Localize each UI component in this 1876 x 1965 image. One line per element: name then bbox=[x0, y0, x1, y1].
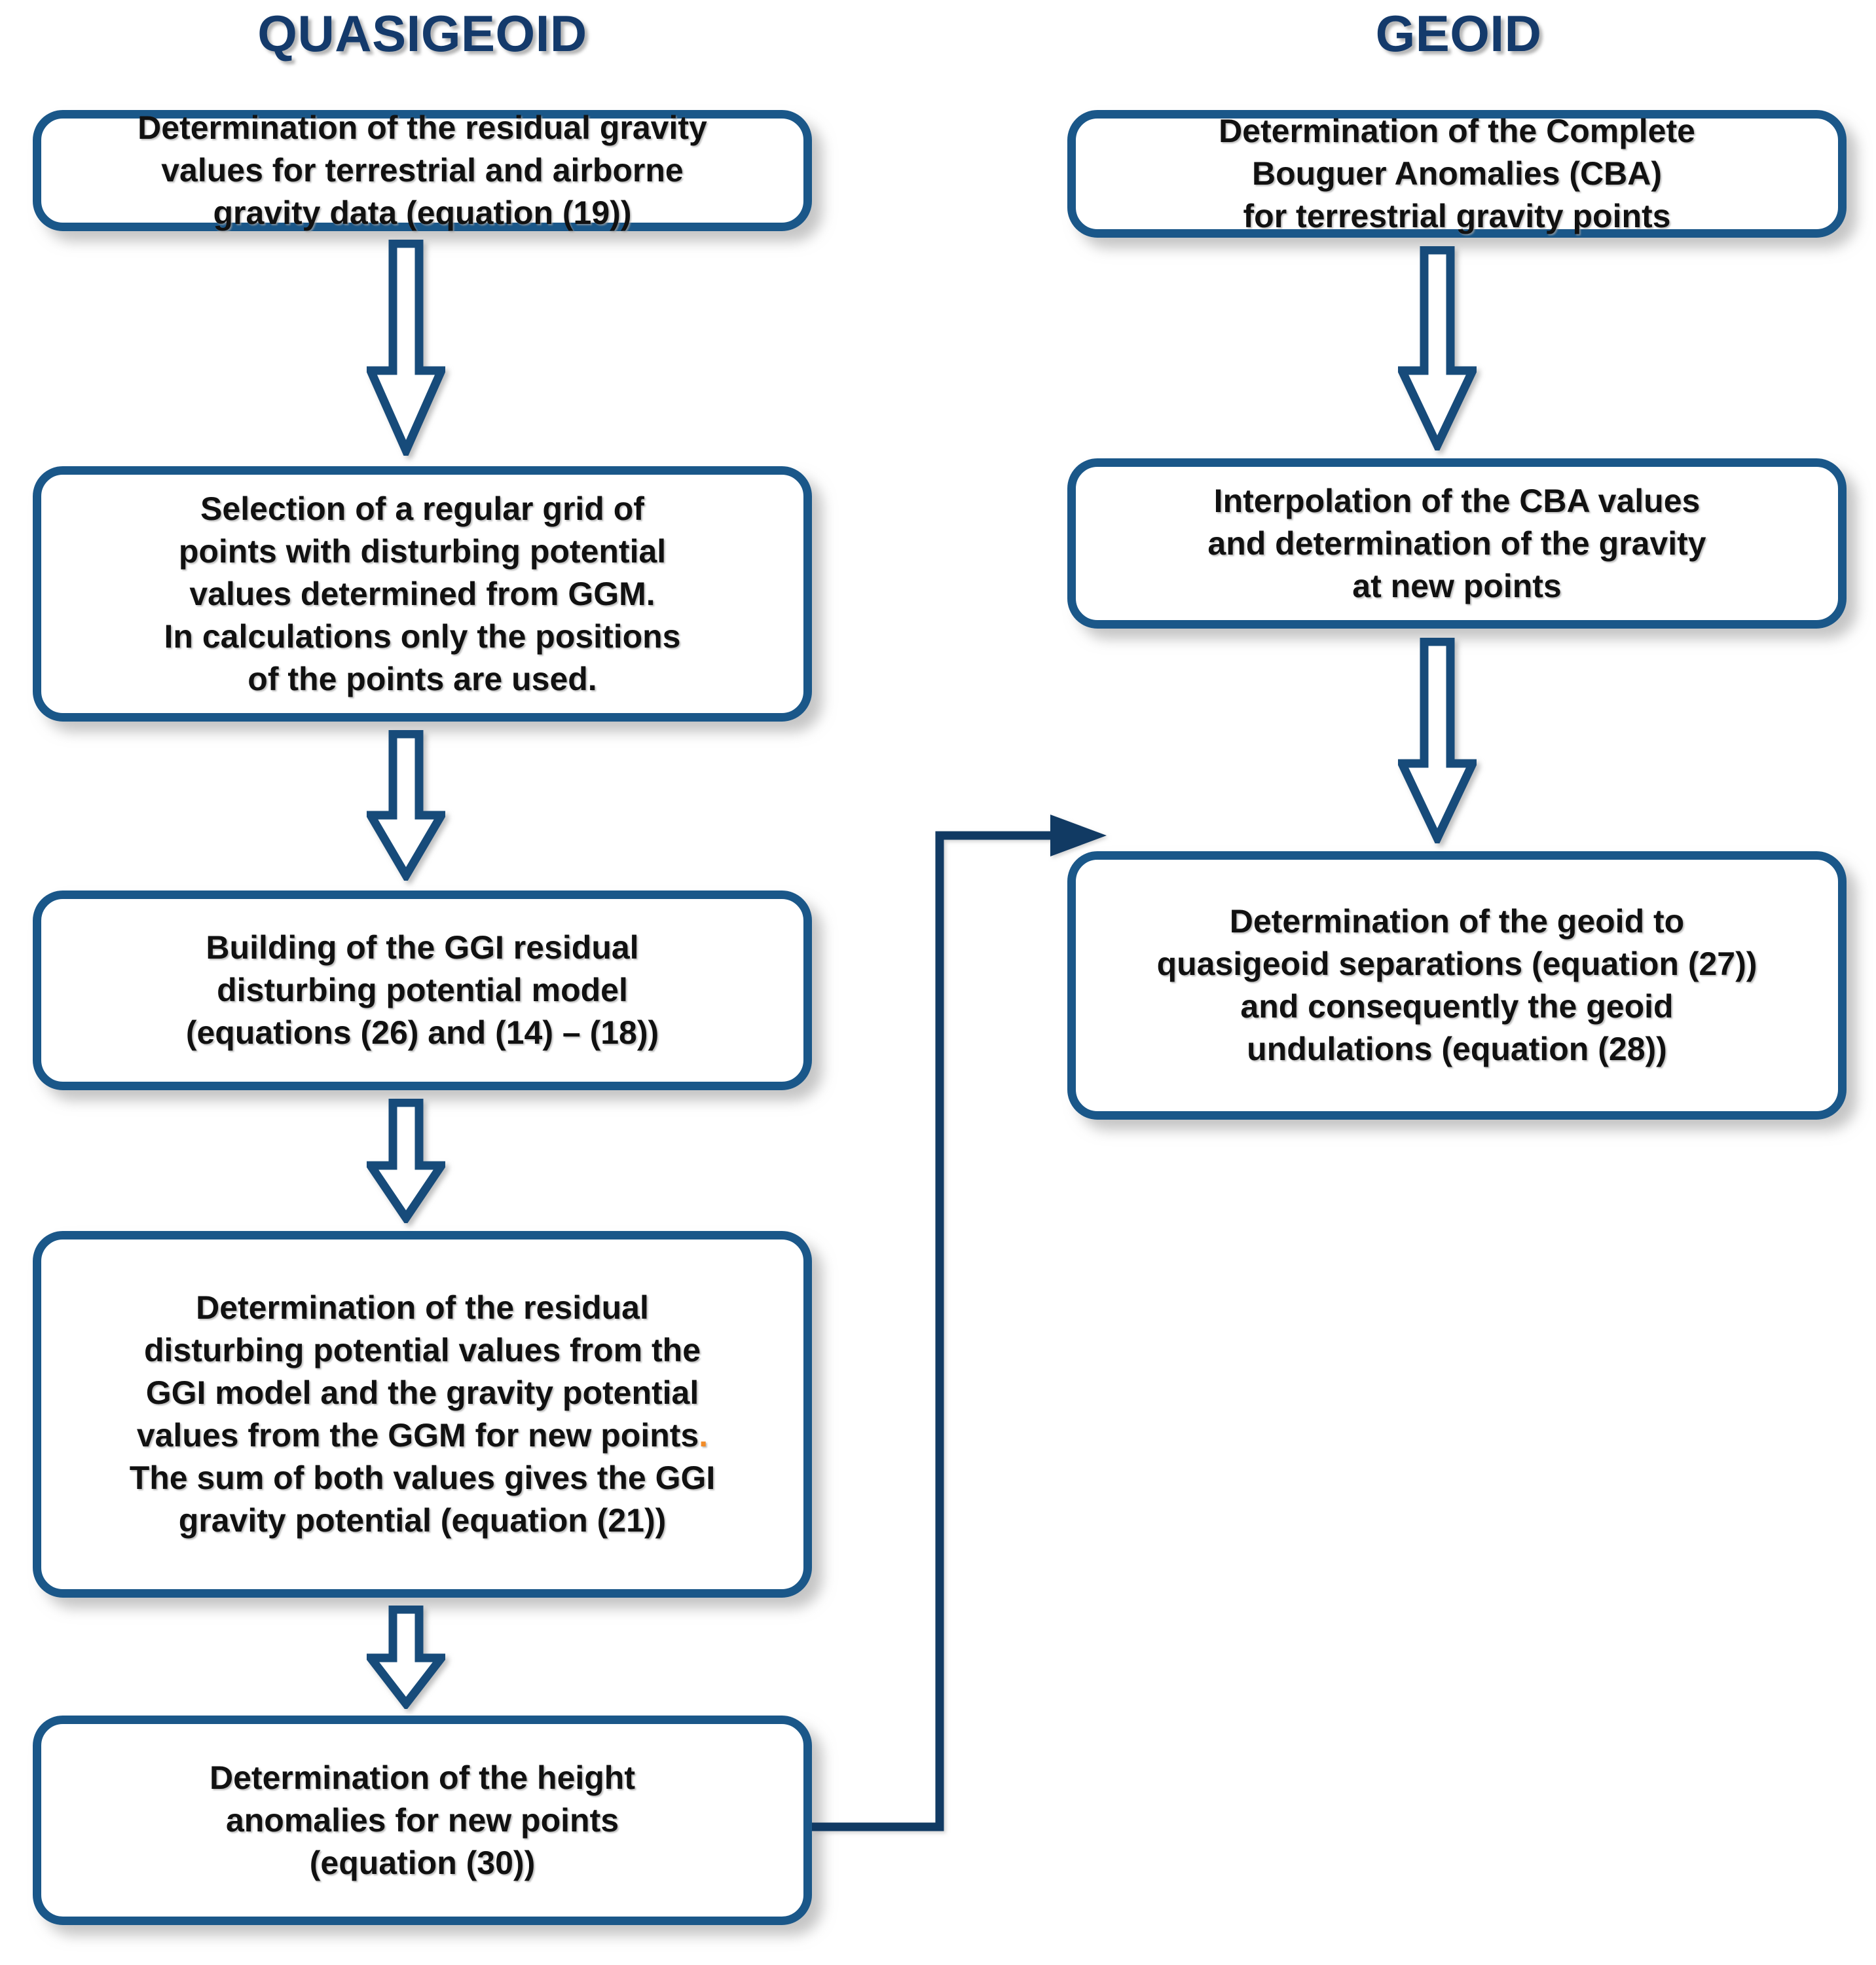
process-box-g1[interactable]: Determination of the Complete Bouguer An… bbox=[1067, 110, 1847, 238]
process-box-q4-text: Determination of the residual disturbing… bbox=[130, 1287, 716, 1542]
column-title-quasigeoid: QUASIGEOID bbox=[257, 5, 587, 62]
process-box-q1-text: Determination of the residual gravity va… bbox=[138, 109, 707, 231]
arrow-down-icon-q1-q2 bbox=[367, 240, 445, 456]
process-box-q5[interactable]: Determination of the height anomalies fo… bbox=[33, 1716, 812, 1925]
process-box-q2-text: Selection of a regular grid of points wi… bbox=[164, 490, 681, 697]
elbow-connector-q5-to-g3 bbox=[779, 812, 1120, 1846]
process-box-g2[interactable]: Interpolation of the CBA values and dete… bbox=[1067, 458, 1847, 629]
process-box-q4-accent-dot: . bbox=[699, 1417, 708, 1454]
process-box-q4-text-part-2: The sum of both values gives the GGI gra… bbox=[129, 1460, 716, 1539]
column-title-geoid: GEOID bbox=[1375, 5, 1542, 62]
process-box-q4-text-part-1: Determination of the residual disturbing… bbox=[136, 1289, 701, 1454]
arrow-down-icon-q2-q3 bbox=[367, 730, 445, 881]
arrow-down-icon-g1-g2 bbox=[1398, 246, 1477, 450]
arrow-down-icon-q4-q5 bbox=[367, 1606, 445, 1709]
process-box-q4[interactable]: Determination of the residual disturbing… bbox=[33, 1231, 812, 1598]
process-box-q3[interactable]: Building of the GGI residual disturbing … bbox=[33, 891, 812, 1090]
process-box-q1[interactable]: Determination of the residual gravity va… bbox=[33, 109, 812, 231]
arrow-down-icon-q3-q4 bbox=[367, 1099, 445, 1223]
arrow-down-icon-g2-g3 bbox=[1398, 638, 1477, 843]
process-box-g1-text: Determination of the Complete Bouguer An… bbox=[1219, 113, 1695, 234]
process-box-q3-text: Building of the GGI residual disturbing … bbox=[185, 929, 659, 1051]
process-box-q2[interactable]: Selection of a regular grid of points wi… bbox=[33, 466, 812, 722]
process-box-g3[interactable]: Determination of the geoid to quasigeoid… bbox=[1067, 851, 1847, 1120]
process-box-q5-text: Determination of the height anomalies fo… bbox=[210, 1759, 635, 1881]
process-box-g3-text: Determination of the geoid to quasigeoid… bbox=[1156, 903, 1757, 1067]
process-box-g2-text: Interpolation of the CBA values and dete… bbox=[1207, 482, 1706, 604]
